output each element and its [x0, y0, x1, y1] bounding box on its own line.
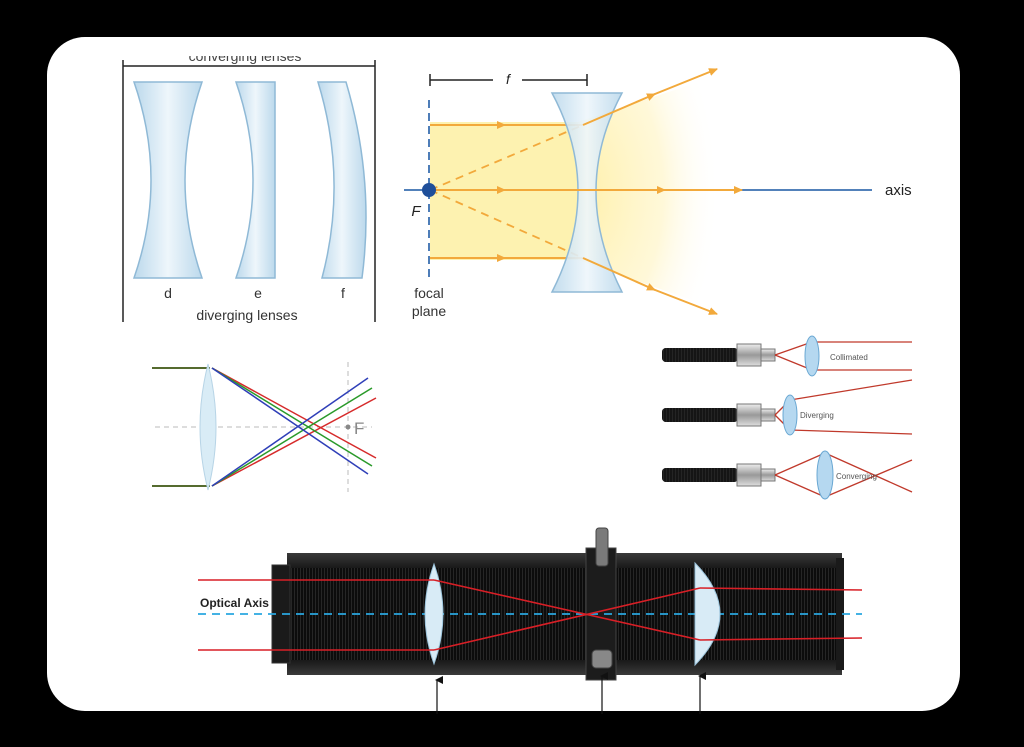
converging-lens-panel: F	[152, 362, 377, 492]
ferrule-tip-1	[760, 348, 776, 362]
focal-plane-label-line1: focal	[414, 285, 444, 301]
relay-ray-cross-2	[433, 587, 701, 651]
cl-focal-label: F	[354, 419, 364, 438]
ray-top-out-a	[582, 93, 656, 126]
fiber-boot-ribs-3	[662, 468, 738, 482]
ray-top-out-b	[649, 68, 718, 97]
collimator-row-diverging: Diverging	[662, 379, 913, 436]
lens-label-e: e	[254, 285, 262, 301]
cl-red-ray-bottom	[211, 397, 377, 487]
diverging-lens-panel: f F focal plane axis	[404, 68, 912, 319]
label-converging: Converging	[836, 472, 877, 481]
optical-axis-label: Optical Axis	[200, 596, 269, 610]
collimator-row-collimated: Collimated	[662, 335, 912, 377]
ferrule-body-1	[736, 343, 762, 367]
diverging-lens	[550, 92, 624, 293]
ray-bottom-out-b	[649, 287, 718, 315]
lens-label-d: d	[164, 285, 172, 301]
focal-point-label: F	[411, 203, 421, 220]
plano-concave-lens-e	[234, 81, 276, 279]
cl-blue-ray-top	[211, 367, 369, 475]
relay-ray-cross-1	[433, 579, 701, 641]
ferrule-tip-3	[760, 468, 776, 482]
diverging-glow	[578, 75, 720, 310]
cl-green-ray-bottom	[211, 387, 373, 487]
relay-lens-1	[424, 562, 444, 666]
div-ray-2d	[789, 429, 913, 435]
collimator-row-converging: Converging	[662, 450, 913, 500]
conv-ray-3c	[824, 452, 913, 493]
lens-label-f: f	[341, 285, 345, 301]
fiber-boot-ribs-1	[662, 348, 738, 362]
iris-screw-knob	[595, 527, 609, 567]
focal-point-marker	[422, 183, 436, 197]
label-diverging: Diverging	[800, 411, 834, 420]
relay-ray-bottom-out	[699, 637, 863, 641]
relay-tube-panel: Optical Axis	[198, 527, 863, 714]
focal-plane-label-line2: plane	[412, 303, 446, 319]
lens-types-panel: converging lenses d e f diverging lenses	[122, 40, 376, 323]
tube-far-edge	[836, 558, 844, 670]
relay-ray-top-out	[699, 587, 863, 591]
meniscus-lens-f	[316, 81, 367, 279]
ray-bottom-out-a	[582, 257, 656, 291]
iris-bottom-knob	[591, 649, 613, 669]
axis-label: axis	[885, 182, 912, 199]
cl-green-ray-top	[211, 367, 373, 467]
div-ray-2c	[789, 379, 913, 401]
conv-ray-3a	[774, 452, 826, 476]
ferrule-body-2	[736, 403, 762, 427]
ferrule-tip-2	[760, 408, 776, 422]
header-crop-mask	[124, 40, 374, 56]
fiber-collimator-panel: Collimated Diverging Converging	[662, 335, 913, 500]
coll-lens-1	[804, 335, 820, 377]
cl-focal-point	[345, 424, 351, 430]
conv-lens-3	[816, 450, 834, 500]
diverging-lenses-caption: diverging lenses	[196, 307, 297, 323]
cl-blue-ray-bottom	[211, 377, 369, 487]
conv-ray-3d	[824, 459, 913, 498]
div-lens-2	[782, 394, 798, 436]
conv-ray-3b	[774, 474, 826, 498]
biconcave-lens-d	[132, 81, 204, 279]
cl-biconvex-lens	[199, 363, 217, 491]
focal-length-label: f	[506, 71, 512, 87]
ferrule-body-3	[736, 463, 762, 487]
label-collimated: Collimated	[830, 353, 868, 362]
cl-red-ray-top	[211, 367, 377, 459]
fiber-boot-ribs-2	[662, 408, 738, 422]
